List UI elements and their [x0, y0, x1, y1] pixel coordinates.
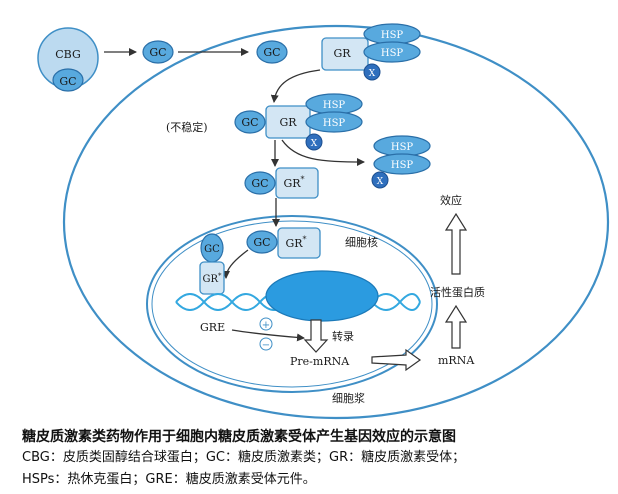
hsp-label: HSP — [323, 100, 346, 111]
nucleus-label: 细胞核 — [345, 235, 378, 249]
hsp-label: HSP — [391, 160, 414, 171]
gr-label: GR — [279, 116, 297, 129]
effect-label: 效应 — [440, 193, 462, 207]
x-protein — [363, 63, 381, 81]
gr-star-label: GR* — [283, 175, 304, 190]
arrow-binding — [270, 69, 321, 103]
cell-membrane — [62, 24, 610, 420]
gc-shape — [244, 171, 276, 195]
gr-hsp-complex: GR HSP HSP X — [321, 23, 421, 81]
nuclear-membrane-inner — [151, 220, 433, 388]
arrow-protein-to-effect — [444, 212, 468, 275]
gr-star-box — [275, 167, 319, 199]
gr-star-label: GR* — [202, 272, 222, 285]
x-label: X — [377, 177, 384, 187]
plus-sign — [259, 317, 273, 331]
unstable-label: (不稳定) — [166, 120, 208, 134]
gc-free-outside-label: GC — [149, 46, 166, 59]
gc-label: GC — [253, 236, 270, 249]
diagram-canvas: CBG GC GC GC GR HSP HSP X (不稳定) GC GR HS… — [37, 23, 610, 420]
transcription-label: 转录 — [332, 329, 354, 343]
gc-gr-dimer-dna: GC GR* — [199, 233, 225, 295]
hsp-shape — [363, 41, 421, 63]
gc-shape — [246, 230, 278, 254]
x-protein — [305, 133, 323, 151]
gc-shape — [234, 110, 266, 134]
arrow-gre-regulation — [231, 329, 305, 342]
gc-gr-hsp-complex: GC GR HSP HSP X — [234, 93, 363, 151]
x-protein — [371, 171, 389, 189]
gc-bound-label: GC — [59, 75, 76, 88]
arrow-pre-to-mrna — [371, 348, 422, 372]
gc-inside-label: GC — [263, 46, 280, 59]
arrow-mrna-to-protein — [444, 304, 468, 349]
gre-label: GRE — [200, 321, 225, 334]
hsp-shape — [305, 111, 363, 133]
chromatin-shape — [265, 270, 379, 322]
caption-legend-line-1: CBG：皮质类固醇结合球蛋白；GC：糖皮质激素类；GR：糖皮质激素受体； — [22, 450, 466, 465]
gr-star-label: GR* — [285, 235, 306, 250]
gc-label: GC — [241, 116, 258, 129]
cbg-label: CBG — [55, 48, 81, 61]
pre-mrna-label: Pre-mRNA — [290, 355, 350, 368]
hsp-label: HSP — [381, 48, 404, 59]
x-label: X — [311, 139, 318, 149]
plus-label: + — [262, 320, 270, 331]
mrna-label: mRNA — [438, 354, 475, 367]
cytoplasm-label: 细胞浆 — [332, 391, 365, 405]
hsp-label: HSP — [323, 118, 346, 129]
arrow-to-dna — [222, 249, 249, 279]
gc-bound-shape — [52, 68, 84, 92]
gr-star-box — [277, 227, 321, 259]
transcription-arrow — [303, 319, 329, 353]
gr-star-box — [199, 261, 225, 295]
active-protein-label: 活性蛋白质 — [430, 285, 485, 299]
hsp-label: HSP — [381, 30, 404, 41]
released-hsp-complex: HSP HSP X — [371, 135, 431, 189]
arrow-dissociation — [281, 139, 365, 166]
nuclear-membrane — [146, 215, 438, 393]
minus-sign — [259, 337, 273, 351]
gc-gr-active-nucleus: GC GR* — [246, 227, 321, 259]
minus-label: − — [262, 340, 270, 351]
x-label: X — [369, 69, 376, 79]
gr-label: GR — [333, 47, 351, 60]
gc-gr-active-cytoplasm: GC GR* — [244, 167, 319, 199]
gc-label: GC — [204, 244, 220, 255]
caption-title: 糖皮质激素类药物作用于细胞内糖皮质激素受体产生基因效应的示意图 — [22, 429, 456, 445]
cbg-gc-complex: CBG GC — [37, 27, 99, 92]
gc-free-outside — [142, 40, 174, 64]
gc-inside — [256, 40, 288, 64]
gc-label: GC — [251, 177, 268, 190]
hsp-shape — [373, 153, 431, 175]
hsp-label: HSP — [391, 142, 414, 153]
caption-legend-line-2: HSPs：热休克蛋白；GRE：糖皮质激素受体元件。 — [22, 472, 316, 487]
